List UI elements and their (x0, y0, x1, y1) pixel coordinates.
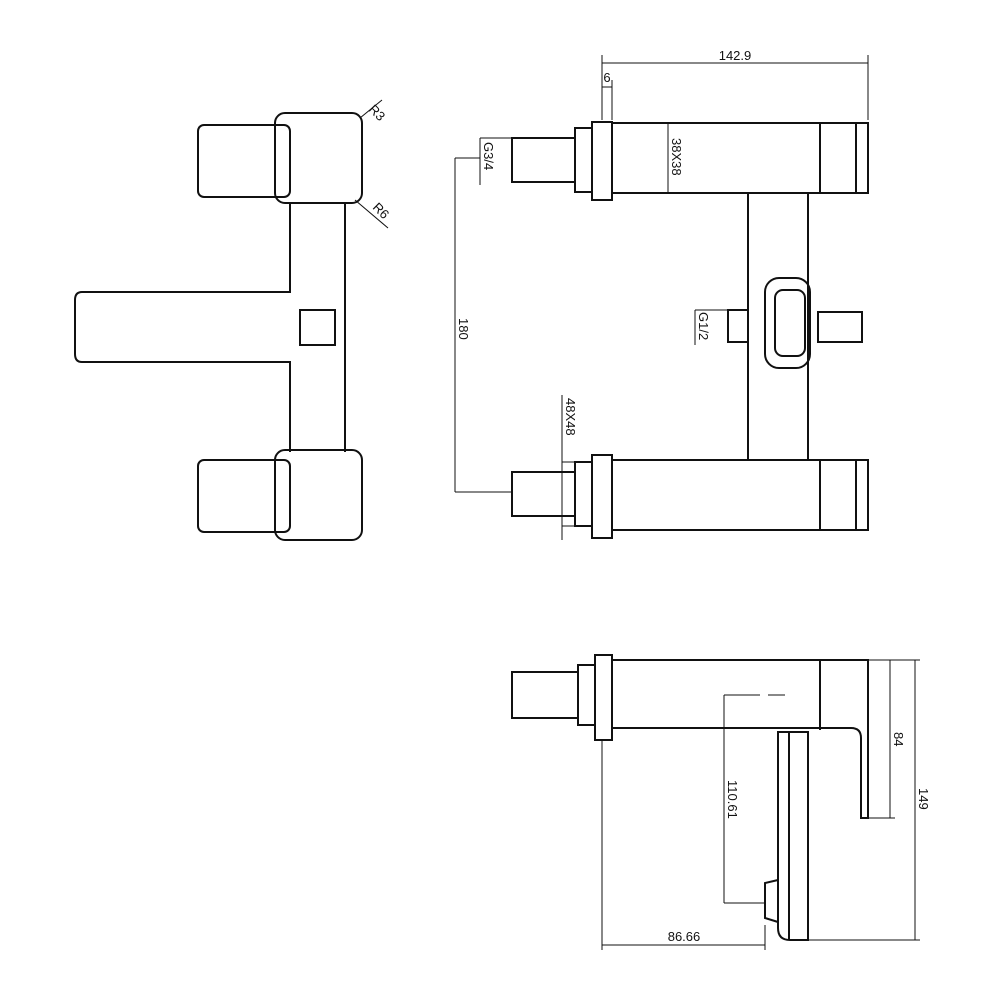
outlet (727, 309, 749, 343)
label-142-9: 142.9 (719, 48, 752, 63)
plan-view: R3 R6 (74, 99, 392, 541)
bottom-nut (574, 461, 593, 527)
label-6: 6 (603, 70, 610, 85)
top-flange (591, 121, 613, 201)
bottom-handle-base (274, 449, 363, 541)
top-handle-base (274, 112, 363, 204)
top-handle (197, 124, 291, 198)
outlet-square (299, 309, 336, 346)
label-86-66: 86.66 (668, 929, 701, 944)
label-r3: R3 (366, 102, 388, 124)
column (747, 193, 809, 460)
side-inlet (511, 671, 579, 719)
side-view: 84 149 110.61 86.66 (511, 654, 931, 950)
diverter-knob (817, 311, 863, 343)
label-149: 149 (916, 788, 931, 810)
side-flange (594, 654, 613, 741)
top-body (611, 122, 869, 194)
side-nut (577, 664, 596, 726)
label-38x38: 38X38 (669, 138, 684, 176)
bottom-flange (591, 454, 613, 539)
label-110-61: 110.61 (725, 780, 740, 819)
top-nut (574, 127, 593, 193)
side-column (777, 731, 809, 941)
bottom-body (611, 459, 869, 531)
label-g1-2: G1/2 (696, 312, 711, 340)
side-diverter (764, 879, 779, 923)
top-inlet (511, 137, 576, 183)
label-g3-4: G3/4 (481, 142, 496, 170)
label-r6: R6 (370, 200, 392, 222)
body-and-spout (74, 203, 346, 452)
bottom-handle (197, 459, 291, 533)
label-84: 84 (891, 732, 906, 746)
label-180: 180 (456, 318, 471, 340)
label-48x48: 48X48 (563, 398, 578, 436)
front-view: 142.9 6 38X38 G3/4 180 G1/2 48X48 (454, 48, 869, 540)
bottom-inlet (511, 471, 576, 517)
diverter-cover (764, 277, 811, 369)
side-body-lever (612, 659, 869, 819)
